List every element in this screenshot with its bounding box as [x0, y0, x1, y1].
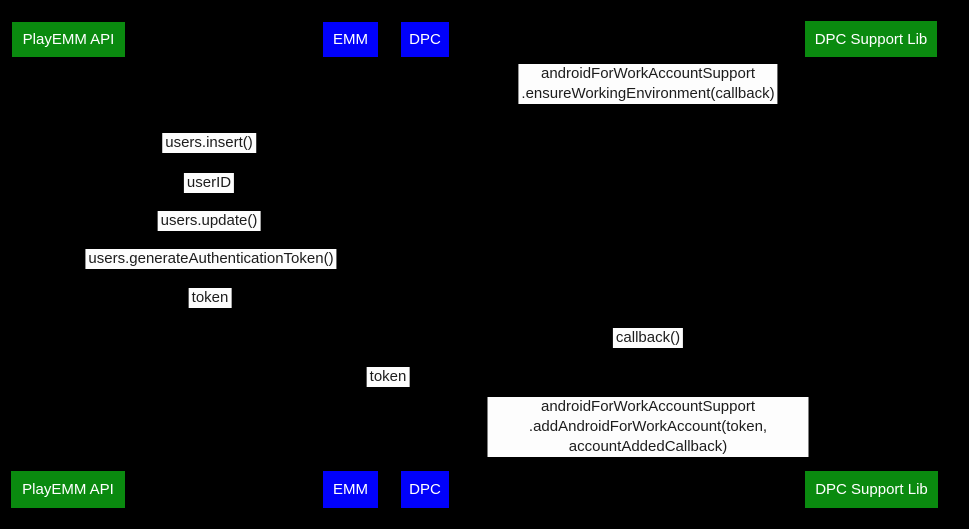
actor-dpc-top: DPC — [401, 22, 449, 57]
message-token-to-emm: token — [188, 288, 232, 308]
message-users-update: users.update() — [157, 211, 261, 231]
message-token-to-dpc: token — [366, 367, 410, 387]
message-users-generate-authentication-token: users.generateAuthenticationToken() — [85, 249, 337, 269]
actor-emm-top: EMM — [323, 22, 378, 57]
actor-dpc-support-lib-top: DPC Support Lib — [805, 21, 937, 57]
actor-playemm-api-top: PlayEMM API — [12, 22, 125, 57]
message-user-id: userID — [183, 173, 235, 193]
actor-dpc-support-lib-bottom: DPC Support Lib — [805, 471, 938, 508]
actor-emm-bottom: EMM — [323, 471, 378, 508]
message-add-android-for-work-account: androidForWorkAccountSupport .addAndroid… — [487, 397, 809, 457]
message-ensure-working-environment: androidForWorkAccountSupport .ensureWork… — [518, 64, 778, 104]
message-users-insert: users.insert() — [162, 133, 256, 153]
message-callback: callback() — [612, 328, 684, 348]
actor-playemm-api-bottom: PlayEMM API — [11, 471, 125, 508]
actor-dpc-bottom: DPC — [401, 471, 449, 508]
